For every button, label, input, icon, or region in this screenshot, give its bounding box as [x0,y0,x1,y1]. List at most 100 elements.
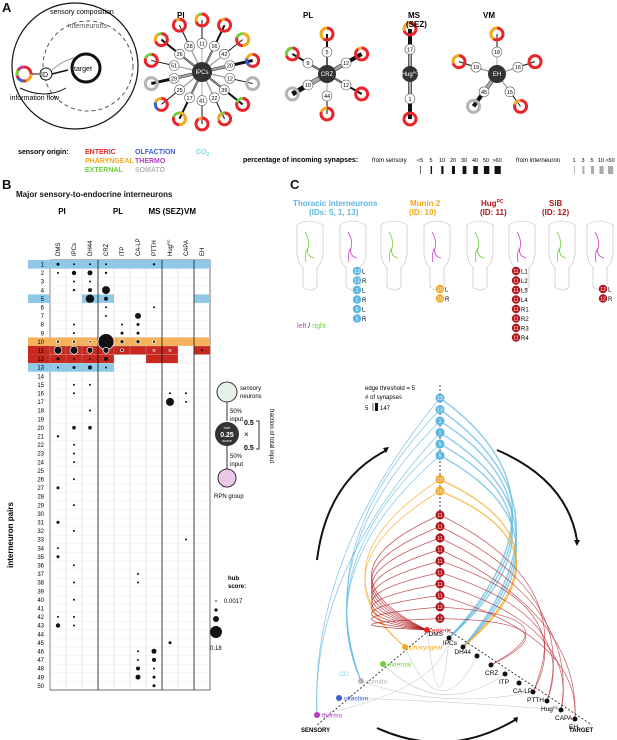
spoke-node [209,92,220,104]
hive-interneuron-node [435,393,445,403]
hub-score-dot [102,346,110,354]
row-label: 38 [37,581,44,587]
hub-score-dot [73,263,75,266]
hug-node-id: 11 [513,288,518,294]
hub-label: EH [493,72,501,78]
hug-node-side: R1 [521,308,529,314]
row-label: 48 [37,667,44,673]
flow-arrow-up [316,449,388,561]
sensory-ring [465,98,481,114]
sensory-ring [284,46,300,62]
hub-score-dot [201,349,203,352]
hug-node [511,266,521,276]
row-highlight-label [28,294,50,303]
hub-score-dot [185,538,187,541]
sensory-neurons-label-2: neurons [240,394,262,400]
from-sensory-label: from sensory [372,158,407,164]
row-highlight-cell [146,354,162,364]
b-group-label: MS (SEZ) [148,207,183,216]
spoke-label: 17 [187,96,193,102]
hub-score-dot [136,323,140,326]
spoke-label: 28 [187,44,193,50]
legend-somato: SOMATO [135,167,166,174]
direct-edge [360,680,534,700]
hive-edge-out [439,549,576,720]
sensory-node-label: olfaction [344,696,369,703]
hive-edge-in [371,560,441,631]
hub-score-dot [104,356,108,361]
row-highlight-cell [130,346,146,355]
spoke-label: 39 [221,88,227,94]
sensory-ring [354,46,370,62]
sensory-ring [319,106,335,122]
int-tick-bar [582,166,585,174]
neuron-morphology [304,231,315,263]
spoke-node [219,84,230,96]
row-label: 45 [37,641,44,647]
row-label: 21 [37,435,44,441]
b-group-label: PL [113,207,123,216]
hive-edge-out [439,514,546,693]
neuron-outline [466,220,494,291]
rpn-group-label: RPN group [214,494,244,500]
sens-tick-bar [430,166,433,174]
hive-interneuron-node [435,579,445,589]
sensory-ring [171,17,187,33]
hug-node [511,333,521,342]
direct-edge [404,646,478,692]
hive-edge-in [371,572,441,631]
spoke-node [168,73,180,84]
hub-score-dot [151,648,157,654]
hive-edge-in [316,432,441,716]
spoke-label: 20 [227,64,233,70]
row-highlight-cell [130,260,146,269]
hub-score-dot [137,658,139,661]
interneurons-label: interneurons [68,23,107,30]
sensory-node [424,627,430,633]
row-label: 40 [37,598,44,604]
hub-score-dot [73,504,75,507]
sens-tick-label: <5 [417,158,423,164]
row-label: 49 [37,675,44,681]
munin-title-2: (ID: 10) [409,208,436,217]
neuron-outline [548,220,576,291]
int-tick-label: 5 [590,158,593,164]
sensory-ring [319,26,335,42]
hub-score-dot [135,312,141,319]
spoke-label: 29 [171,76,177,82]
hive-edge-in [346,443,441,682]
hub-score-dot [120,331,124,335]
spoke-node [321,90,333,102]
sib-node [598,294,608,303]
hub-value: 0.25 [220,432,234,439]
hub-score-dot [56,555,60,559]
neuron-morphology [516,231,527,263]
edge-threshold-legend: edge threshold = 5 # of synapses 5 147 [365,386,416,412]
spoke-node [184,92,195,104]
target-node-label: HugPC [541,705,559,713]
hub-score-dot [185,392,187,395]
hive-interneuron-id: 13 [437,408,443,414]
sensory-ring [171,111,187,127]
row-label: 12 [37,357,44,363]
hive-edge-in [371,595,441,631]
hive-interneuron-id: 12 [437,617,443,623]
spoke-label: 5 [325,50,328,56]
hub-score-dot [56,262,60,266]
hub-score-dot [57,615,59,618]
thoracic-node-side: R [362,317,367,323]
half-top: 0.5 [244,420,254,427]
spoke-label: 16 [515,65,521,71]
hub-score-dot [73,452,75,455]
row-highlight-cell [114,260,130,269]
spoke-node [478,86,490,98]
input-top-2: input [230,417,243,423]
munin-node [435,284,445,294]
row-highlight-label [28,354,50,364]
int-tick-label: 3 [581,158,584,164]
group-title-ms: MS [408,11,421,20]
hub-score-dot [72,425,76,430]
target-node-label: ITP [499,679,509,686]
munin-node-side: L [445,288,449,294]
thoracic-title-2: (IDs: 5, 1, 13) [309,208,359,217]
